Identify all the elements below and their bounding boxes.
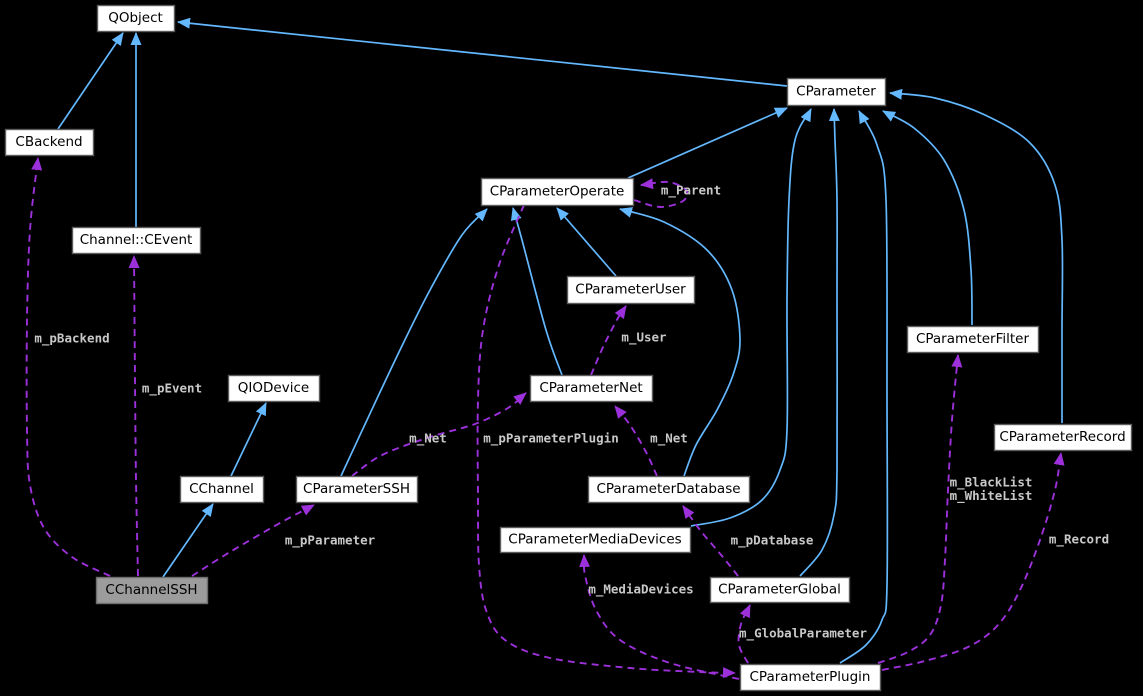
node-box-cparameterrecord — [993, 423, 1133, 452]
edge-inheritance-cbackend-to-qobject — [57, 32, 124, 130]
node-label-cparameteroperate: CParameterOperate — [490, 184, 625, 200]
edge-usage-cparameterdatabase-to-cparameternet — [614, 405, 658, 477]
edge-label-m_Net: m_Net — [650, 430, 688, 446]
node-label-cbackend: CBackend — [15, 134, 82, 150]
node-label-cparameterrecord: CParameterRecord — [999, 429, 1125, 445]
edge-usage-cparameterplugin-to-cparametermediadevices — [579, 554, 740, 680]
edge-usage-cchannelssh-to-cbackend — [25, 157, 111, 577]
edge-usage-cparameterssh-to-cparameternet — [351, 392, 527, 477]
node-box-cparameterplugin — [739, 663, 882, 692]
node-qiodevice[interactable]: QIODevice — [227, 374, 321, 403]
edge-label-m_pDatabase: m_pDatabase — [731, 532, 814, 548]
edge-usage-cparameterplugin-to-cparameterglobal — [737, 604, 751, 664]
node-box-cparameternet — [529, 374, 654, 403]
edge-label-m_Net: m_Net — [409, 430, 447, 446]
node-label-qobject: QObject — [108, 10, 163, 26]
edge-usage-cparameterplugin-to-cparameterrecord — [881, 452, 1065, 671]
node-cparameteruser[interactable]: CParameterUser — [566, 275, 696, 305]
node-label-cparameteruser: CParameterUser — [575, 282, 686, 298]
node-label-cparameterfilter: CParameterFilter — [916, 331, 1030, 347]
edge-label-m_pBackend: m_pBackend — [34, 330, 109, 346]
edge-inheritance-cchannel-to-qiodevice — [230, 402, 267, 477]
node-cparameterplugin[interactable]: CParameterPlugin — [739, 663, 882, 692]
node-channel-cevent[interactable]: Channel::CEvent — [71, 226, 202, 255]
edge-usage-cchannelssh-to-channel-cevent — [128, 255, 140, 577]
node-label-cparameternet: CParameterNet — [539, 380, 642, 396]
node-label-cchannel: CChannel — [189, 481, 254, 497]
edge-inheritance-cparameterplugin-to-cparameter — [839, 110, 889, 664]
edge-inheritance-cparameterglobal-to-cparameter — [799, 108, 840, 577]
node-cparameternet[interactable]: CParameterNet — [529, 374, 654, 403]
node-box-cparameterdatabase — [587, 475, 751, 504]
edge-label-m_MediaDevices: m_MediaDevices — [588, 581, 693, 597]
node-box-cchannel — [179, 475, 265, 504]
edge-usage-cparameterglobal-to-cparameterdatabase — [682, 505, 739, 577]
node-cparameterrecord[interactable]: CParameterRecord — [993, 423, 1133, 452]
node-box-cparameteruser — [566, 275, 696, 305]
node-box-cchannelssh — [95, 576, 209, 605]
edge-inheritance-cparameterdatabase-to-cparameteroperate — [619, 207, 741, 477]
node-cparameterssh[interactable]: CParameterSSH — [295, 475, 419, 504]
node-cchannelssh: CChannelSSH — [95, 576, 209, 605]
node-cchannel[interactable]: CChannel — [179, 475, 265, 504]
node-label-cparameterdatabase: CParameterDatabase — [596, 481, 740, 497]
edge-inheritance-cparameternet-to-cparameteroperate — [510, 207, 563, 376]
edge-usage-cparameteroperate-to-cparameteroperate — [633, 178, 689, 208]
edge-inheritance-cparameter-to-qobject — [177, 17, 788, 87]
edge-usage-cparameteroperate-to-cparameterplugin — [476, 204, 736, 679]
node-label-cchannelssh: CChannelSSH — [105, 582, 197, 598]
node-cbackend[interactable]: CBackend — [4, 128, 95, 157]
edge-label-m_Parent: m_Parent — [661, 182, 721, 198]
node-qobject[interactable]: QObject — [96, 4, 176, 33]
node-cparametermediadevices[interactable]: CParameterMediaDevices — [499, 526, 692, 554]
node-box-qiodevice — [227, 374, 321, 403]
node-box-cparameterssh — [295, 475, 419, 504]
node-label-cparameter: CParameter — [796, 84, 876, 100]
node-box-cparameter — [786, 77, 887, 107]
node-cparameteroperate[interactable]: CParameterOperate — [480, 177, 635, 207]
node-label-cparameterplugin: CParameterPlugin — [750, 669, 871, 685]
node-label-qiodevice: QIODevice — [238, 380, 309, 396]
node-label-cparameterssh: CParameterSSH — [303, 481, 410, 497]
node-box-channel-cevent — [71, 226, 202, 255]
edge-label-m_pEvent: m_pEvent — [142, 380, 202, 396]
edge-label-m_pParameter: m_pParameter — [285, 532, 376, 548]
node-cparameterfilter[interactable]: CParameterFilter — [906, 325, 1040, 354]
node-box-cparametermediadevices — [499, 526, 692, 554]
edge-usage-cchannelssh-to-cparameterssh — [191, 504, 315, 577]
node-box-cparameteroperate — [480, 177, 635, 207]
node-label-cparametermediadevices: CParameterMediaDevices — [508, 532, 681, 548]
edge-usage-cparameternet-to-cparameteruser — [590, 305, 627, 376]
edge-inheritance-cchannelssh-to-cchannel — [162, 503, 214, 578]
edge-usage-cparameterplugin-to-cparameterfilter — [877, 354, 963, 664]
node-label-channel-cevent: Channel::CEvent — [80, 232, 193, 248]
edge-inheritance-cparameterssh-to-cparameteroperate — [340, 208, 488, 477]
node-cparameter[interactable]: CParameter — [786, 77, 887, 107]
edge-label-m_pParameterPlugin: m_pParameterPlugin — [483, 430, 618, 446]
edge-label-m_GlobalParameter: m_GlobalParameter — [739, 625, 867, 641]
node-cparameterglobal[interactable]: CParameterGlobal — [709, 576, 851, 604]
edge-inheritance-cparameterrecord-to-cparameter — [889, 88, 1064, 423]
node-cparameterdatabase[interactable]: CParameterDatabase — [587, 475, 751, 504]
node-box-cparameterglobal — [709, 576, 851, 604]
edge-inheritance-cparameteruser-to-cparameteroperate — [556, 207, 617, 277]
node-label-cparameterglobal: CParameterGlobal — [718, 582, 841, 598]
edge-inheritance-cparameterfilter-to-cparameter — [882, 110, 973, 326]
edge-inheritance-cparametermediadevices-to-cparameter — [690, 108, 812, 527]
edge-inheritance-cparameteroperate-to-cparameter — [627, 107, 788, 179]
node-box-cbackend — [4, 128, 95, 157]
node-box-cparameterfilter — [906, 325, 1040, 354]
node-box-qobject — [96, 4, 176, 33]
edge-label-m_User: m_User — [621, 329, 667, 345]
edge-label-m_Record: m_Record — [1049, 531, 1109, 547]
